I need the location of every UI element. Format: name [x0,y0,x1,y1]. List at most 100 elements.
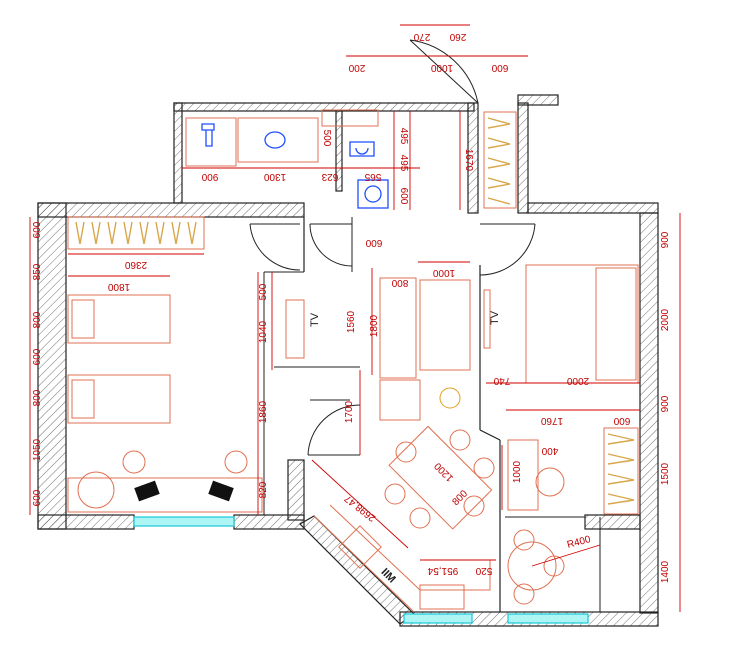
bath-counter [185,117,237,167]
sofa [379,277,417,379]
dim-right-900a: 900 [660,231,671,248]
dim-left-600b: 600 [32,348,43,365]
vanity [237,117,319,163]
dim-top-270: 270 [413,31,430,42]
wardrobe-top [67,216,205,250]
dim-bath-623: 623 [321,171,338,182]
wall-bath-mid [335,110,343,192]
dimension-lines [29,24,681,612]
sofa-back [419,279,471,371]
dim-left-800a: 800 [32,311,43,328]
tv-stand-left [285,299,305,359]
armchair-living [379,379,421,421]
bed-upper [67,294,171,344]
radius-line [531,544,601,567]
door-bath [309,223,353,267]
double-bed [525,264,639,384]
wall-top-left [37,202,305,218]
dim-rb-1000: 1000 [512,460,523,483]
wardrobe-right-hangers [607,433,635,505]
wall-bottom-left [37,514,135,530]
wall-diagonal [299,515,415,625]
round-table [507,541,557,591]
dim-bed-1800: 1800 [107,281,130,292]
wall-right-partition [584,514,641,530]
dining-chair-1 [395,441,417,463]
dim-rb-1760: 1760 [540,415,563,426]
washer-icon [357,179,389,209]
window-bedroom [133,516,235,527]
dim-bed-2360: 2360 [124,259,147,270]
dim-kit-951: 951,54 [427,565,458,576]
dim-mid-1040: 1040 [258,320,269,343]
door-living [479,223,536,276]
dim-top-600: 600 [491,62,508,73]
chair-2 [224,450,248,474]
chair-right [535,467,565,497]
dining-chair-2 [449,429,471,451]
dim-top-200: 200 [348,62,365,73]
dim-left-600c: 600 [32,489,43,506]
dim-left-850: 850 [32,263,43,280]
wall-right [639,212,659,614]
dim-hall-1670: 1670 [463,149,474,172]
bath-shelf [321,109,379,127]
dim-mid-500: 500 [258,283,269,300]
dim-right-1400: 1400 [660,560,671,583]
dim-mid-820: 820 [258,481,269,498]
dim-bath-1300: 1300 [263,171,286,182]
plant [439,387,461,409]
dim-rb-600: 600 [613,415,630,426]
double-bed-pillows [595,267,637,381]
monitor-1 [134,480,160,502]
wall-bath-left [173,102,183,204]
dining-chair-3 [473,457,495,479]
dining-chair-4 [384,483,406,505]
kitchen-counter [313,504,491,613]
wardrobe-hall [483,111,517,209]
armchair [77,471,115,509]
door-entry [409,39,479,104]
round-chair-3 [543,555,565,577]
sink-icon [264,131,286,149]
windows [133,516,589,624]
dim-liv-1800: 1800 [369,314,380,337]
dining-table [388,425,493,530]
tv-label-left: TV [309,312,321,327]
bed-lower [67,374,171,424]
wall-hall-right [517,102,529,214]
dim-liv-1000: 1000 [432,267,455,278]
stove [338,525,382,569]
shower-icon [201,123,215,147]
dim-right-900b: 900 [660,395,671,412]
window-dining [507,613,589,624]
door-kitchen [307,404,361,456]
dim-table-1200: 1200 [432,460,456,484]
dimension-text: 200 270 260 1000 600 900 1300 500 495 49… [32,31,671,583]
toilet-icon [349,141,375,157]
wall-entry-top [517,94,559,106]
wall-top-right [527,202,659,214]
round-chair-2 [513,583,535,605]
tv-stand-right [483,289,491,349]
wardrobe-hall-hangers [487,117,511,205]
dim-rb-2000: 2000 [566,375,589,386]
dim-bath-565: 565 [364,171,381,182]
dim-right-2000v: 2000 [660,308,671,331]
dining-chair-5 [409,507,431,529]
dim-diag-2698: 2698,47 [342,492,378,523]
dim-left-800b: 800 [32,389,43,406]
window-kitchen [403,613,473,624]
kitchen-sink [419,584,465,610]
dim-right-1500: 1500 [660,462,671,485]
walls [37,94,659,627]
bed-upper-pillow [71,299,95,339]
wall-inner-left [287,459,305,521]
dim-bath-900: 900 [201,171,218,182]
dim-bath-600: 600 [398,188,409,205]
bed-lower-pillow [71,379,95,419]
wall-hall-left [467,102,479,214]
round-chair-1 [513,529,535,551]
dim-top-1000: 1000 [430,62,453,73]
